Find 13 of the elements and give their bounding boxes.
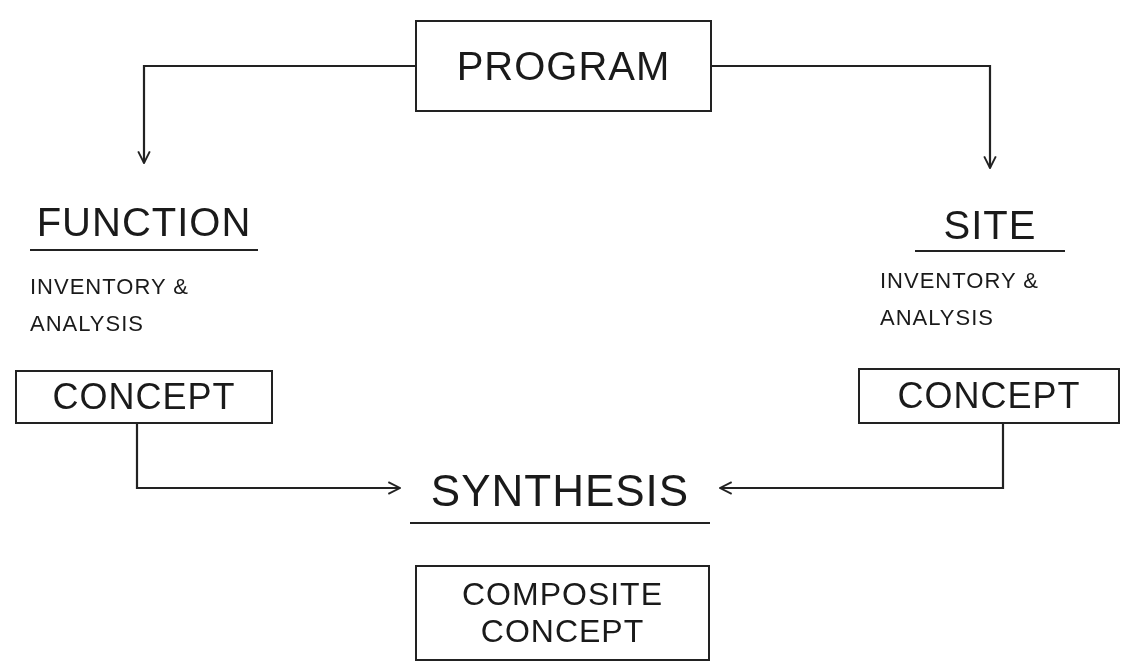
label-text: INVENTORY & ANALYSIS bbox=[30, 273, 190, 339]
label-text: INVENTORY & ANALYSIS bbox=[880, 267, 1040, 333]
arrow bbox=[719, 424, 1005, 495]
program-box: PROGRAM bbox=[415, 20, 712, 112]
concept-box: CONCEPT bbox=[15, 370, 273, 424]
arrow bbox=[712, 64, 997, 169]
composite-concept-box: COMPOSITE CONCEPT bbox=[415, 565, 710, 661]
heading-text: FUNCTION bbox=[30, 195, 258, 251]
arrow bbox=[137, 64, 415, 164]
heading-text: SITE bbox=[915, 200, 1065, 252]
arrow bbox=[135, 424, 401, 495]
heading-text: SYNTHESIS bbox=[410, 460, 710, 524]
concept-box: CONCEPT bbox=[858, 368, 1120, 424]
